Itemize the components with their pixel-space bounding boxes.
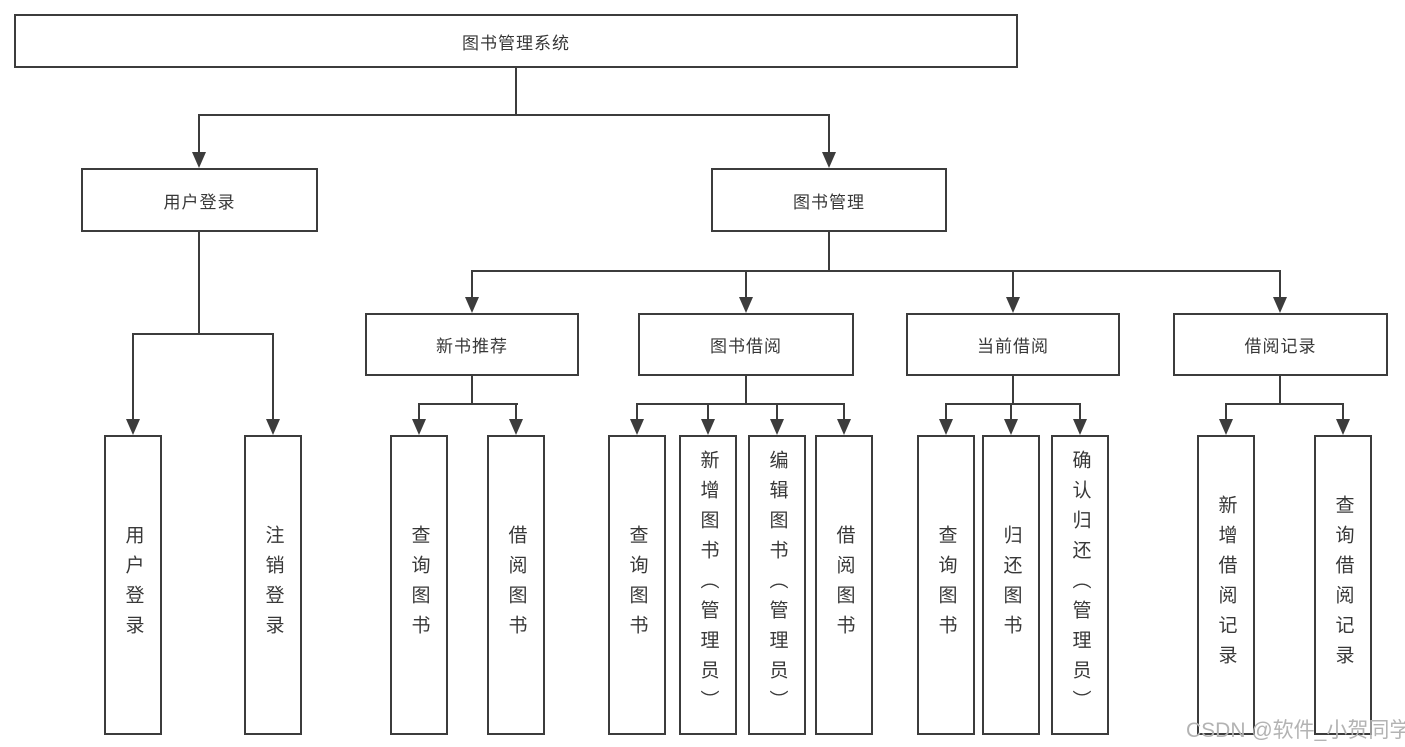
- leaf-logout: 注销登录: [244, 435, 302, 735]
- arrowhead-down-icon: [509, 419, 523, 435]
- arrowhead-down-icon: [837, 419, 851, 435]
- leaf-borrow-query: 查询图书: [608, 435, 666, 735]
- connector-records-bracket: [1225, 403, 1344, 405]
- connector-to-leaf: [843, 403, 845, 419]
- arrowhead-down-icon: [770, 419, 784, 435]
- arrowhead-down-icon: [1273, 297, 1287, 313]
- leaf-newbook-query: 查询图书: [390, 435, 448, 735]
- connector-to-leaf: [1010, 403, 1012, 419]
- arrowhead-down-icon: [939, 419, 953, 435]
- connector-to-leaf: [1225, 403, 1227, 419]
- leaf-record-add: 新增借阅记录: [1197, 435, 1255, 735]
- connector-newbook-stem: [471, 376, 473, 405]
- leaf-current-query: 查询图书: [917, 435, 975, 735]
- connector-to-book-management: [828, 114, 830, 152]
- connector-level3-bracket: [471, 270, 1281, 272]
- connector-level2-bracket: [198, 114, 830, 116]
- connector-current-stem: [1012, 376, 1014, 405]
- connector-borrow-bracket: [636, 403, 845, 405]
- connector-to-current-borrow: [1012, 270, 1014, 297]
- node-root: 图书管理系统: [14, 14, 1018, 68]
- arrowhead-down-icon: [465, 297, 479, 313]
- leaf-borrow-edit-admin: 编辑图书（管理员）: [748, 435, 806, 735]
- node-borrow-records: 借阅记录: [1173, 313, 1388, 376]
- arrowhead-down-icon: [1219, 419, 1233, 435]
- arrowhead-down-icon: [192, 152, 206, 168]
- connector-newbook-bracket: [418, 403, 518, 405]
- connector-to-leaf: [776, 403, 778, 419]
- leaf-borrow-add-admin: 新增图书（管理员）: [679, 435, 737, 735]
- arrowhead-down-icon: [739, 297, 753, 313]
- leaf-current-return: 归还图书: [982, 435, 1040, 735]
- connector-to-leaf: [515, 403, 517, 419]
- connector-book-management-stem: [828, 232, 830, 272]
- arrowhead-down-icon: [1336, 419, 1350, 435]
- leaf-user-login: 用户登录: [104, 435, 162, 735]
- arrowhead-down-icon: [1004, 419, 1018, 435]
- node-book-management: 图书管理: [711, 168, 947, 232]
- connector-to-leaf: [945, 403, 947, 419]
- node-book-borrow: 图书借阅: [638, 313, 854, 376]
- node-new-book-recommend: 新书推荐: [365, 313, 579, 376]
- connector-records-stem: [1279, 376, 1281, 405]
- csdn-watermark: CSDN @软件_小贺同学: [1186, 719, 1405, 742]
- arrowhead-down-icon: [701, 419, 715, 435]
- connector-to-leaf: [1079, 403, 1081, 419]
- arrowhead-down-icon: [412, 419, 426, 435]
- arrowhead-down-icon: [1073, 419, 1087, 435]
- connector-borrow-stem: [745, 376, 747, 405]
- connector-to-leaf: [636, 403, 638, 419]
- connector-user-bracket: [132, 333, 274, 335]
- leaf-current-confirm-admin: 确认归还（管理员）: [1051, 435, 1109, 735]
- arrowhead-down-icon: [126, 419, 140, 435]
- connector-to-leaf: [1342, 403, 1344, 419]
- connector-to-book-borrow: [745, 270, 747, 297]
- connector-to-leaf-user-login: [132, 333, 134, 419]
- connector-to-borrow-records: [1279, 270, 1281, 297]
- leaf-borrow-book: 借阅图书: [815, 435, 873, 735]
- connector-root-stem: [515, 68, 517, 116]
- arrowhead-down-icon: [266, 419, 280, 435]
- connector-to-leaf-logout: [272, 333, 274, 419]
- leaf-newbook-borrow: 借阅图书: [487, 435, 545, 735]
- arrowhead-down-icon: [630, 419, 644, 435]
- connector-to-user-login: [198, 114, 200, 152]
- arrowhead-down-icon: [1006, 297, 1020, 313]
- connector-to-new-book-recommend: [471, 270, 473, 297]
- node-current-borrow: 当前借阅: [906, 313, 1120, 376]
- connector-user-login-stem: [198, 232, 200, 335]
- node-user-login: 用户登录: [81, 168, 318, 232]
- arrowhead-down-icon: [822, 152, 836, 168]
- leaf-record-query: 查询借阅记录: [1314, 435, 1372, 735]
- connector-to-leaf: [707, 403, 709, 419]
- connector-to-leaf: [418, 403, 420, 419]
- connector-current-bracket: [945, 403, 1081, 405]
